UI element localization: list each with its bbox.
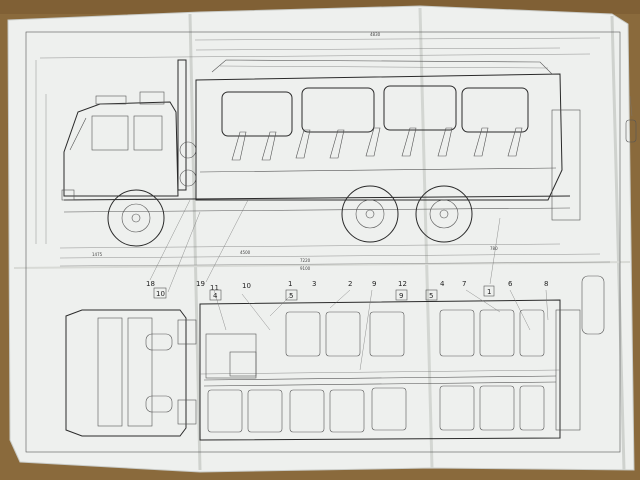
paper-sheet: [7, 5, 635, 473]
side-view: 4830: [35, 32, 611, 293]
callout-box-5-right: [425, 289, 438, 301]
fold-line-horizontal: [13, 261, 631, 269]
callout-9-box: 9: [399, 292, 403, 300]
air-intake: [139, 91, 165, 105]
dim-wheelbase: 4500: [240, 250, 251, 255]
rear-ladder: [551, 109, 581, 221]
callout-8: 8: [544, 280, 548, 288]
dim-rear: 780: [490, 246, 498, 251]
fold-line-middle: [418, 7, 434, 469]
callout-box-4-left: [209, 289, 222, 301]
side-seats: [231, 127, 523, 161]
plan-cab: [65, 309, 187, 437]
callout-9-top: 9: [372, 280, 376, 288]
callout-19: 19: [196, 280, 205, 288]
plan-bus-body: [199, 299, 561, 441]
plan-rear-ladder: [555, 309, 581, 431]
callout-1-side: 1: [487, 288, 491, 296]
rear-wheel-2: [415, 185, 473, 243]
drawing-frame: [25, 31, 621, 453]
edge-detail: [625, 119, 637, 143]
cab-window-rear: [133, 115, 163, 151]
callout-box-5-left: [285, 289, 298, 301]
front-wheel: [107, 189, 165, 247]
callout-11: 11: [210, 284, 219, 292]
plan-spare: [581, 275, 605, 335]
plan-seats-bottom: [207, 385, 545, 433]
cab-body: [63, 101, 179, 197]
callout-4-left: 4: [213, 292, 218, 300]
callout-12: 12: [398, 280, 407, 288]
bus-body: [195, 73, 563, 201]
callout-box-9: [395, 289, 408, 301]
fold-line-right: [610, 15, 626, 471]
bus-window-3: [383, 85, 457, 131]
dim-front-overhang: 1475: [92, 252, 103, 257]
bus-window-1: [221, 91, 293, 137]
plan-view: [65, 275, 605, 441]
callout-1-plan: 1: [288, 280, 292, 288]
callout-18: 18: [146, 280, 155, 288]
callout-5-left: 5: [289, 292, 293, 300]
dim-chassis: 7220: [300, 258, 311, 263]
callout-3: 3: [312, 280, 316, 288]
callout-5-right: 5: [429, 292, 433, 300]
callout-10-plan: 10: [242, 282, 251, 290]
fold-line-left: [188, 13, 202, 471]
callout-4-right: 4: [440, 280, 445, 288]
bus-window-4: [461, 87, 529, 133]
roof-rack-cab: [95, 95, 127, 105]
callout-10-side: 10: [156, 290, 165, 298]
callout-box-1: [483, 285, 495, 297]
dim-top: 4830: [370, 32, 381, 37]
bus-window-2: [301, 87, 375, 133]
cab-window-front: [91, 115, 129, 151]
callout-2: 2: [348, 280, 352, 288]
exhaust-stack: [177, 59, 187, 191]
callout-box-10: [153, 287, 167, 299]
dim-overall: 9100: [300, 266, 311, 271]
callout-7: 7: [462, 280, 466, 288]
callout-6: 6: [508, 280, 513, 288]
rear-wheel-1: [341, 185, 399, 243]
